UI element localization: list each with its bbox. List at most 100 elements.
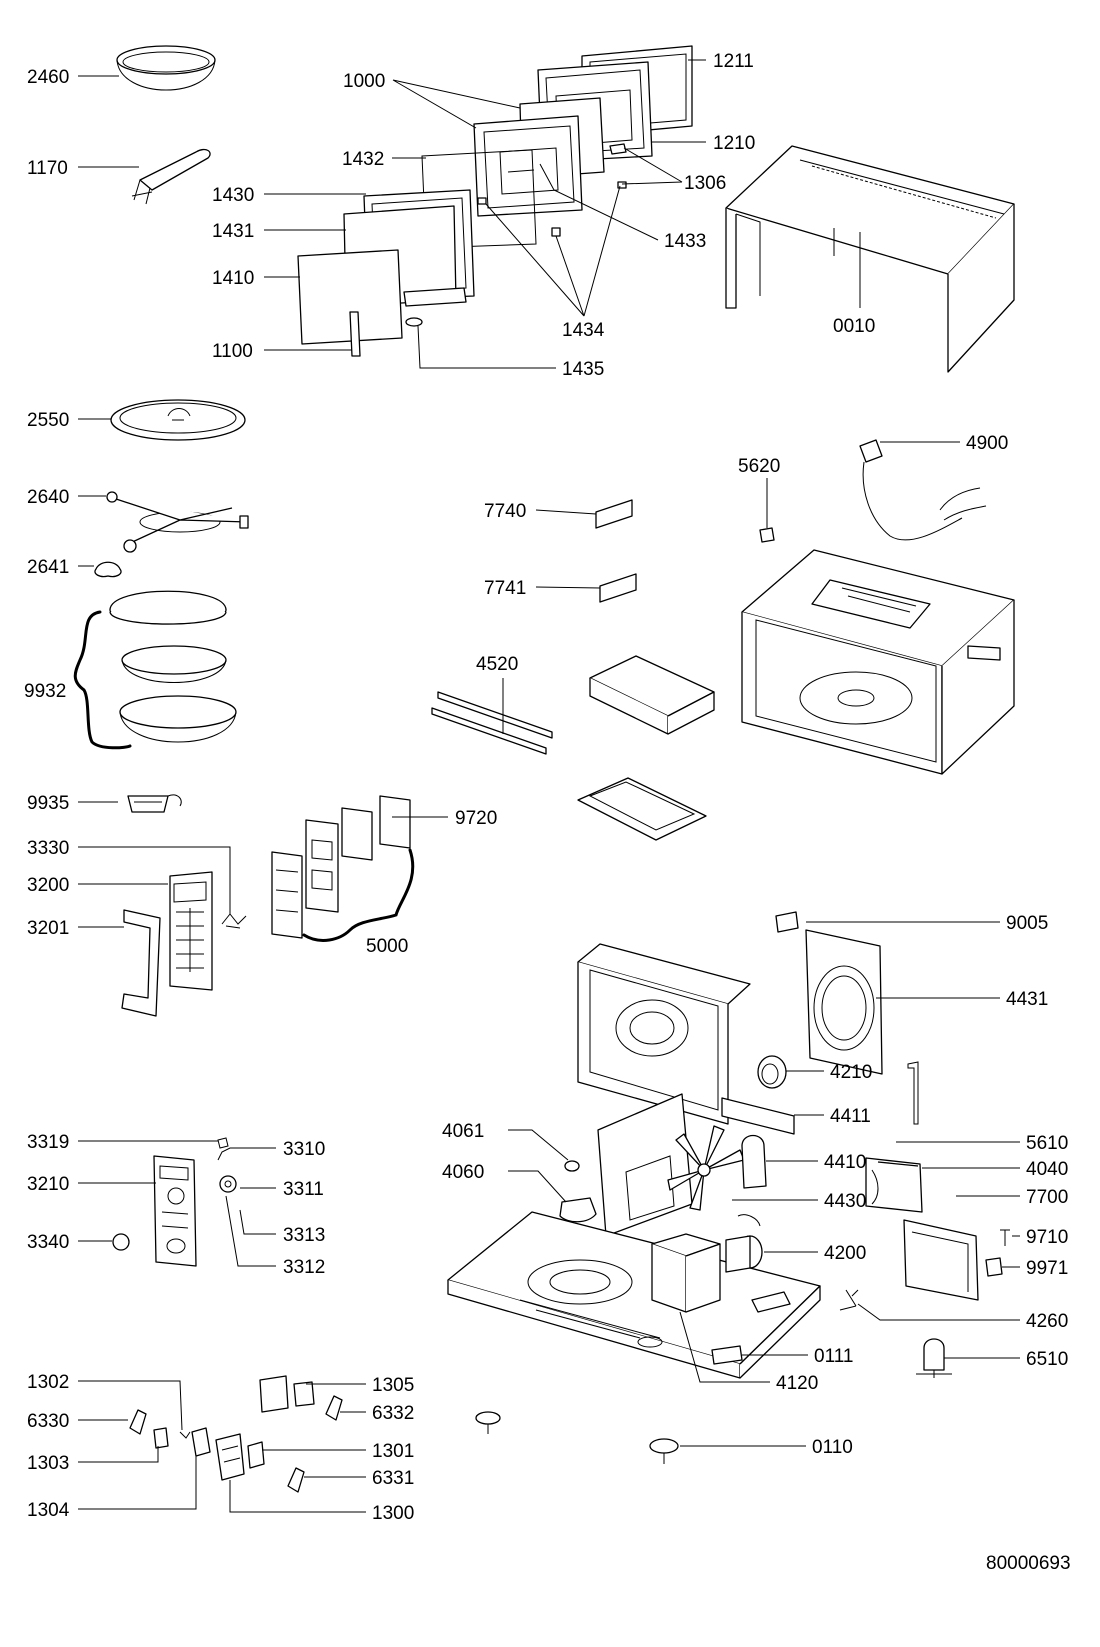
part-1305-switch-group [259, 1375, 315, 1413]
label-6330: 6330 [27, 1411, 69, 1432]
label-1304: 1304 [27, 1500, 70, 1521]
label-1434: 1434 [562, 320, 605, 341]
part-9971-clip [985, 1257, 1003, 1277]
part-6332-switch [325, 1395, 343, 1421]
part-3319-clip [217, 1137, 229, 1149]
part-base-bracket [751, 1291, 791, 1313]
part-4431-fan-housing [805, 929, 883, 1075]
label-1435: 1435 [562, 359, 604, 380]
label-9005: 9005 [1006, 913, 1048, 934]
label-1211: 1211 [713, 51, 754, 72]
label-1430: 1430 [212, 185, 254, 206]
label-9971: 9971 [1026, 1258, 1068, 1279]
part-2460-round-pan [116, 45, 216, 91]
label-3311: 3311 [283, 1179, 324, 1200]
door-assembly [297, 45, 693, 357]
label-6510: 6510 [1026, 1349, 1068, 1370]
part-4430-air-guide [597, 1093, 693, 1237]
label-7740: 7740 [484, 501, 526, 522]
label-4260: 4260 [1026, 1311, 1068, 1332]
part-9932-steamer-set [109, 590, 237, 743]
label-5610: 5610 [1026, 1133, 1068, 1154]
part-cavity [741, 549, 1015, 775]
label-1432: 1432 [342, 149, 384, 170]
label-1433: 1433 [664, 231, 706, 252]
label-1303: 1303 [27, 1453, 69, 1474]
part-4120-capacitor [651, 1233, 721, 1313]
label-5620: 5620 [738, 456, 780, 477]
part-6331-switch [287, 1467, 305, 1493]
part-9710-screw [1000, 1229, 1010, 1246]
label-6331: 6331 [372, 1468, 414, 1489]
label-9932: 9932 [24, 681, 66, 702]
part-0010-outer-case [725, 145, 1015, 373]
part-1304-lever [191, 1427, 211, 1457]
part-4040-transformer [865, 1157, 923, 1213]
label-2460: 2460 [27, 67, 69, 88]
part-5620-thermostat [759, 527, 775, 543]
label-5000: 5000 [366, 936, 408, 957]
label-3330: 3330 [27, 838, 69, 859]
label-1000: 1000 [343, 71, 385, 92]
part-6330-switch [129, 1409, 147, 1435]
part-3311-encoder [219, 1175, 237, 1193]
part-heater-housing [577, 777, 707, 841]
label-0111: 0111 [814, 1346, 853, 1367]
part-4060-motor [559, 1197, 597, 1223]
part-3200-control-panel [169, 871, 213, 991]
part-2641-coupler [94, 561, 122, 578]
part-9935-cup [127, 794, 182, 813]
label-3319: 3319 [27, 1132, 69, 1153]
part-heater-cover [589, 655, 715, 735]
part-9005-clip [775, 911, 799, 933]
label-3201: 3201 [27, 918, 69, 939]
label-6332: 6332 [372, 1403, 414, 1424]
label-2641: 2641 [27, 557, 69, 578]
part-4411-bracket [721, 1097, 795, 1135]
label-9935: 9935 [27, 793, 69, 814]
label-1300: 1300 [372, 1503, 414, 1524]
part-0110-foot [475, 1411, 679, 1464]
part-back-plate [577, 943, 751, 1125]
label-2640: 2640 [27, 487, 69, 508]
label-1410: 1410 [212, 268, 254, 289]
part-2640-roller-support [106, 491, 249, 553]
part-4900-power-cord [859, 439, 987, 541]
label-1210: 1210 [713, 133, 755, 154]
part-1170-handle [131, 148, 211, 205]
label-3200: 3200 [27, 875, 69, 896]
part-4061-spacer [564, 1160, 580, 1172]
part-7741-plate [599, 573, 637, 603]
label-4200: 4200 [824, 1243, 866, 1264]
label-7700: 7700 [1026, 1187, 1068, 1208]
label-4120: 4120 [776, 1373, 818, 1394]
part-3210-panel-face [153, 1155, 197, 1267]
label-4040: 4040 [1026, 1159, 1068, 1180]
label-4520: 4520 [476, 654, 518, 675]
label-2550: 2550 [27, 410, 69, 431]
label-1431: 1431 [212, 221, 254, 242]
label-4411: 4411 [830, 1106, 871, 1127]
label-4060: 4060 [442, 1162, 484, 1183]
part-3330-spring [221, 913, 247, 929]
label-3340: 3340 [27, 1232, 69, 1253]
part-9720-pcb-boards [271, 795, 411, 939]
part-3340-knob [112, 1233, 130, 1251]
label-3310: 3310 [283, 1139, 325, 1160]
label-1305: 1305 [372, 1375, 414, 1396]
part-1301-switch [247, 1441, 265, 1469]
label-1301: 1301 [372, 1441, 414, 1462]
part-7740-plate [595, 499, 633, 529]
part-3201-frame [121, 909, 161, 1017]
label-4430: 4430 [824, 1191, 866, 1212]
label-1170: 1170 [27, 158, 68, 179]
part-5610-rod [907, 1061, 919, 1125]
part-4210-motor [757, 1055, 787, 1089]
label-1306: 1306 [684, 173, 726, 194]
label-4210: 4210 [830, 1062, 872, 1083]
part-7700-bracket [903, 1219, 979, 1301]
label-9720: 9720 [455, 808, 497, 829]
part-1303-latch [153, 1427, 169, 1449]
label-0110: 0110 [812, 1437, 853, 1458]
